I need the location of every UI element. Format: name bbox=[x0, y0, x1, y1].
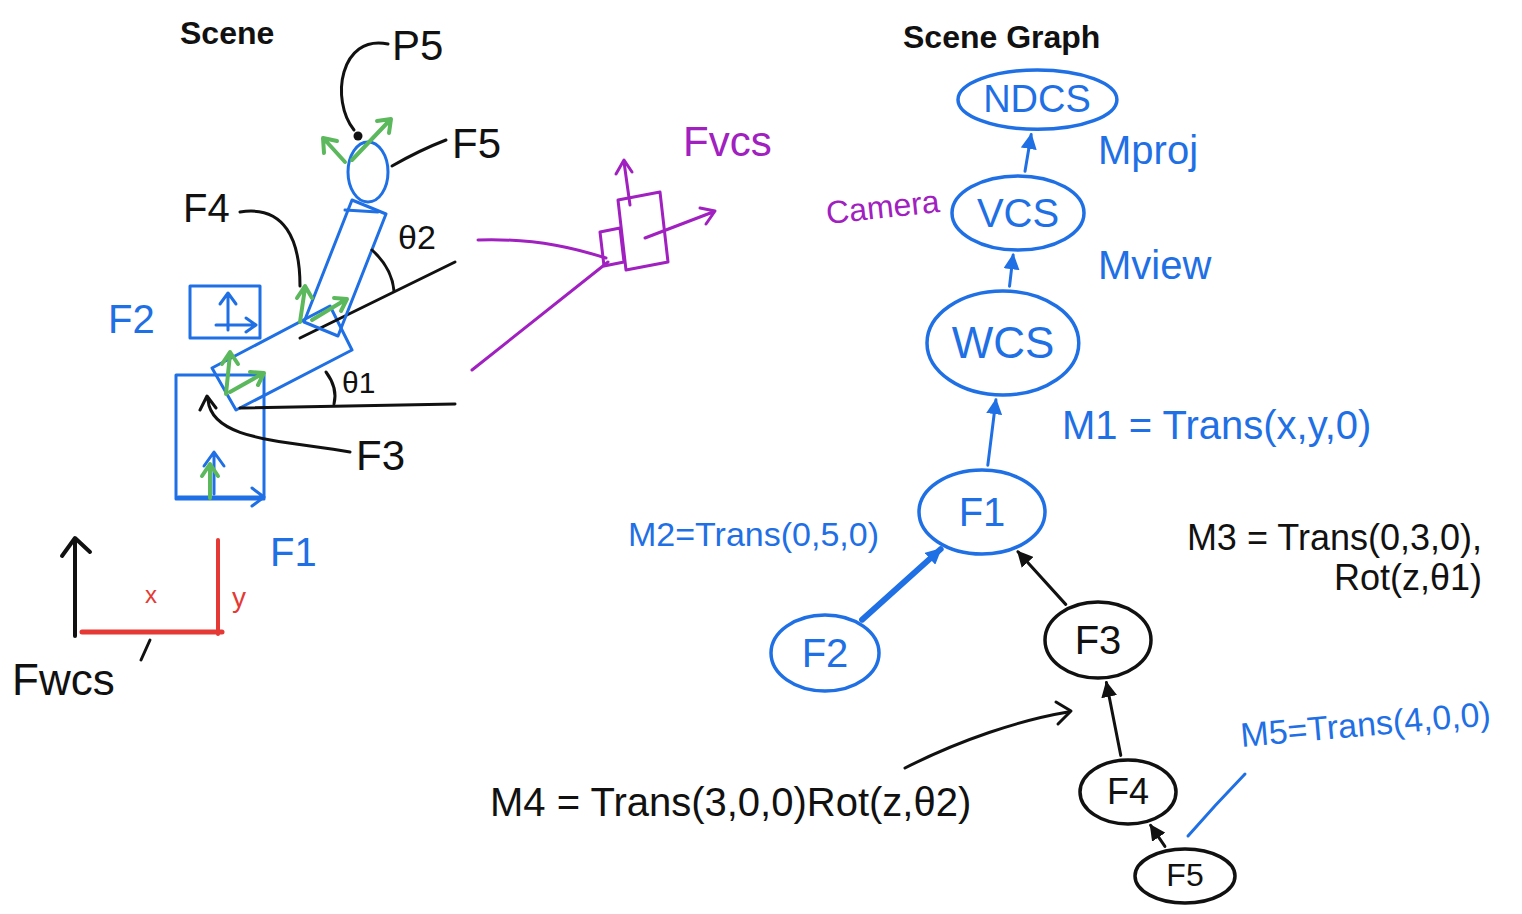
node-outline bbox=[952, 176, 1084, 250]
frame-label: F1 bbox=[270, 530, 317, 575]
frame-arrow bbox=[297, 286, 312, 322]
graph-edge bbox=[1018, 552, 1066, 605]
frame-label: F3 bbox=[356, 432, 405, 479]
node-outline bbox=[771, 615, 879, 691]
world-axis bbox=[82, 630, 222, 635]
angle-arc bbox=[326, 372, 335, 404]
graph-edge bbox=[1010, 255, 1014, 286]
node-outline bbox=[1045, 602, 1151, 678]
attached-box bbox=[190, 286, 260, 338]
graph-edge bbox=[1025, 135, 1031, 172]
frame-arrow bbox=[202, 464, 218, 498]
end-effector bbox=[348, 142, 388, 202]
view-line bbox=[472, 262, 608, 370]
graph-node: F1 bbox=[917, 468, 1047, 556]
angle-label: θ1 bbox=[342, 366, 375, 400]
axis-arrowhead bbox=[62, 538, 90, 556]
camera-lens bbox=[600, 228, 624, 266]
world-axis bbox=[73, 540, 77, 636]
transform-label: M4 = Trans(3,0,0)Rot(z,θ2) bbox=[490, 780, 971, 825]
node-text: WCS bbox=[952, 319, 1055, 367]
angle-label: θ2 bbox=[398, 218, 436, 256]
transform-label: M3 = Trans(0,3,0), Rot(z,θ1) bbox=[1082, 518, 1482, 599]
frame-arrow bbox=[312, 298, 347, 320]
graph-node: F4 bbox=[1078, 758, 1178, 826]
leader-line bbox=[392, 140, 446, 166]
graph-node: F2 bbox=[769, 613, 881, 693]
camera-label: Camera bbox=[824, 184, 941, 232]
leader-line bbox=[341, 43, 388, 130]
node-outline bbox=[919, 470, 1045, 554]
node-text: F2 bbox=[802, 631, 849, 675]
transform-label: M2=Trans(0,5,0) bbox=[628, 515, 879, 553]
frame-arrow bbox=[323, 138, 345, 162]
frame-arrow bbox=[645, 208, 715, 238]
frame-label: F2 bbox=[108, 297, 155, 342]
point-label: P5 bbox=[392, 22, 443, 69]
leader-line bbox=[200, 396, 350, 452]
node-text: NDCS bbox=[983, 79, 1091, 121]
frame-label: Fwcs bbox=[12, 655, 115, 704]
axis-tick bbox=[141, 640, 150, 660]
transform-label: Mview bbox=[1098, 243, 1211, 288]
point-dot bbox=[354, 132, 363, 141]
graph-node: NDCS bbox=[956, 68, 1119, 131]
axis-label: y bbox=[232, 582, 246, 613]
node-text: F5 bbox=[1166, 858, 1203, 893]
graph-node: VCS bbox=[950, 174, 1086, 252]
frame-arrow bbox=[216, 318, 256, 332]
graph-node: WCS bbox=[925, 289, 1081, 397]
leader-line bbox=[905, 712, 1068, 768]
graph-node: F5 bbox=[1133, 847, 1237, 905]
reference-line bbox=[240, 404, 455, 408]
panel-heading: Scene bbox=[180, 16, 274, 52]
transform-label: M1 = Trans(x,y,0) bbox=[1062, 403, 1371, 448]
node-text: F3 bbox=[1075, 618, 1122, 662]
node-outline bbox=[958, 70, 1117, 129]
graph-edge bbox=[1151, 825, 1165, 846]
node-outline bbox=[1135, 849, 1235, 903]
transform-label: M5=Trans(4,0,0) bbox=[1239, 694, 1492, 754]
leader-line bbox=[240, 211, 300, 286]
node-text: VCS bbox=[977, 191, 1059, 235]
node-text: F4 bbox=[1107, 772, 1149, 812]
frame-arrow bbox=[178, 488, 264, 506]
node-text: F1 bbox=[959, 490, 1006, 534]
axis-label: x bbox=[145, 582, 157, 609]
graph-edge bbox=[862, 549, 941, 620]
transform-label: Mproj bbox=[1098, 128, 1198, 173]
frame-arrow bbox=[616, 160, 632, 205]
panel-heading: Scene Graph bbox=[903, 20, 1100, 56]
graph-edge bbox=[988, 400, 996, 465]
arm-link bbox=[304, 200, 386, 336]
node-outline bbox=[1080, 760, 1176, 824]
frame-label: F5 bbox=[452, 120, 501, 167]
angle-arc bbox=[372, 250, 394, 291]
node-outline bbox=[927, 291, 1079, 395]
world-axis bbox=[216, 540, 220, 634]
frame-arrow bbox=[352, 119, 391, 160]
frame-label: F4 bbox=[183, 186, 230, 231]
frame-label: Fvcs bbox=[683, 118, 772, 165]
graph-node: F3 bbox=[1043, 600, 1153, 680]
frame-arrow bbox=[230, 372, 264, 392]
view-line bbox=[478, 240, 606, 258]
leader-line bbox=[1188, 774, 1245, 836]
leader-arrowhead bbox=[1056, 702, 1071, 724]
end-effector bbox=[345, 210, 378, 212]
graph-edge bbox=[1106, 683, 1120, 756]
